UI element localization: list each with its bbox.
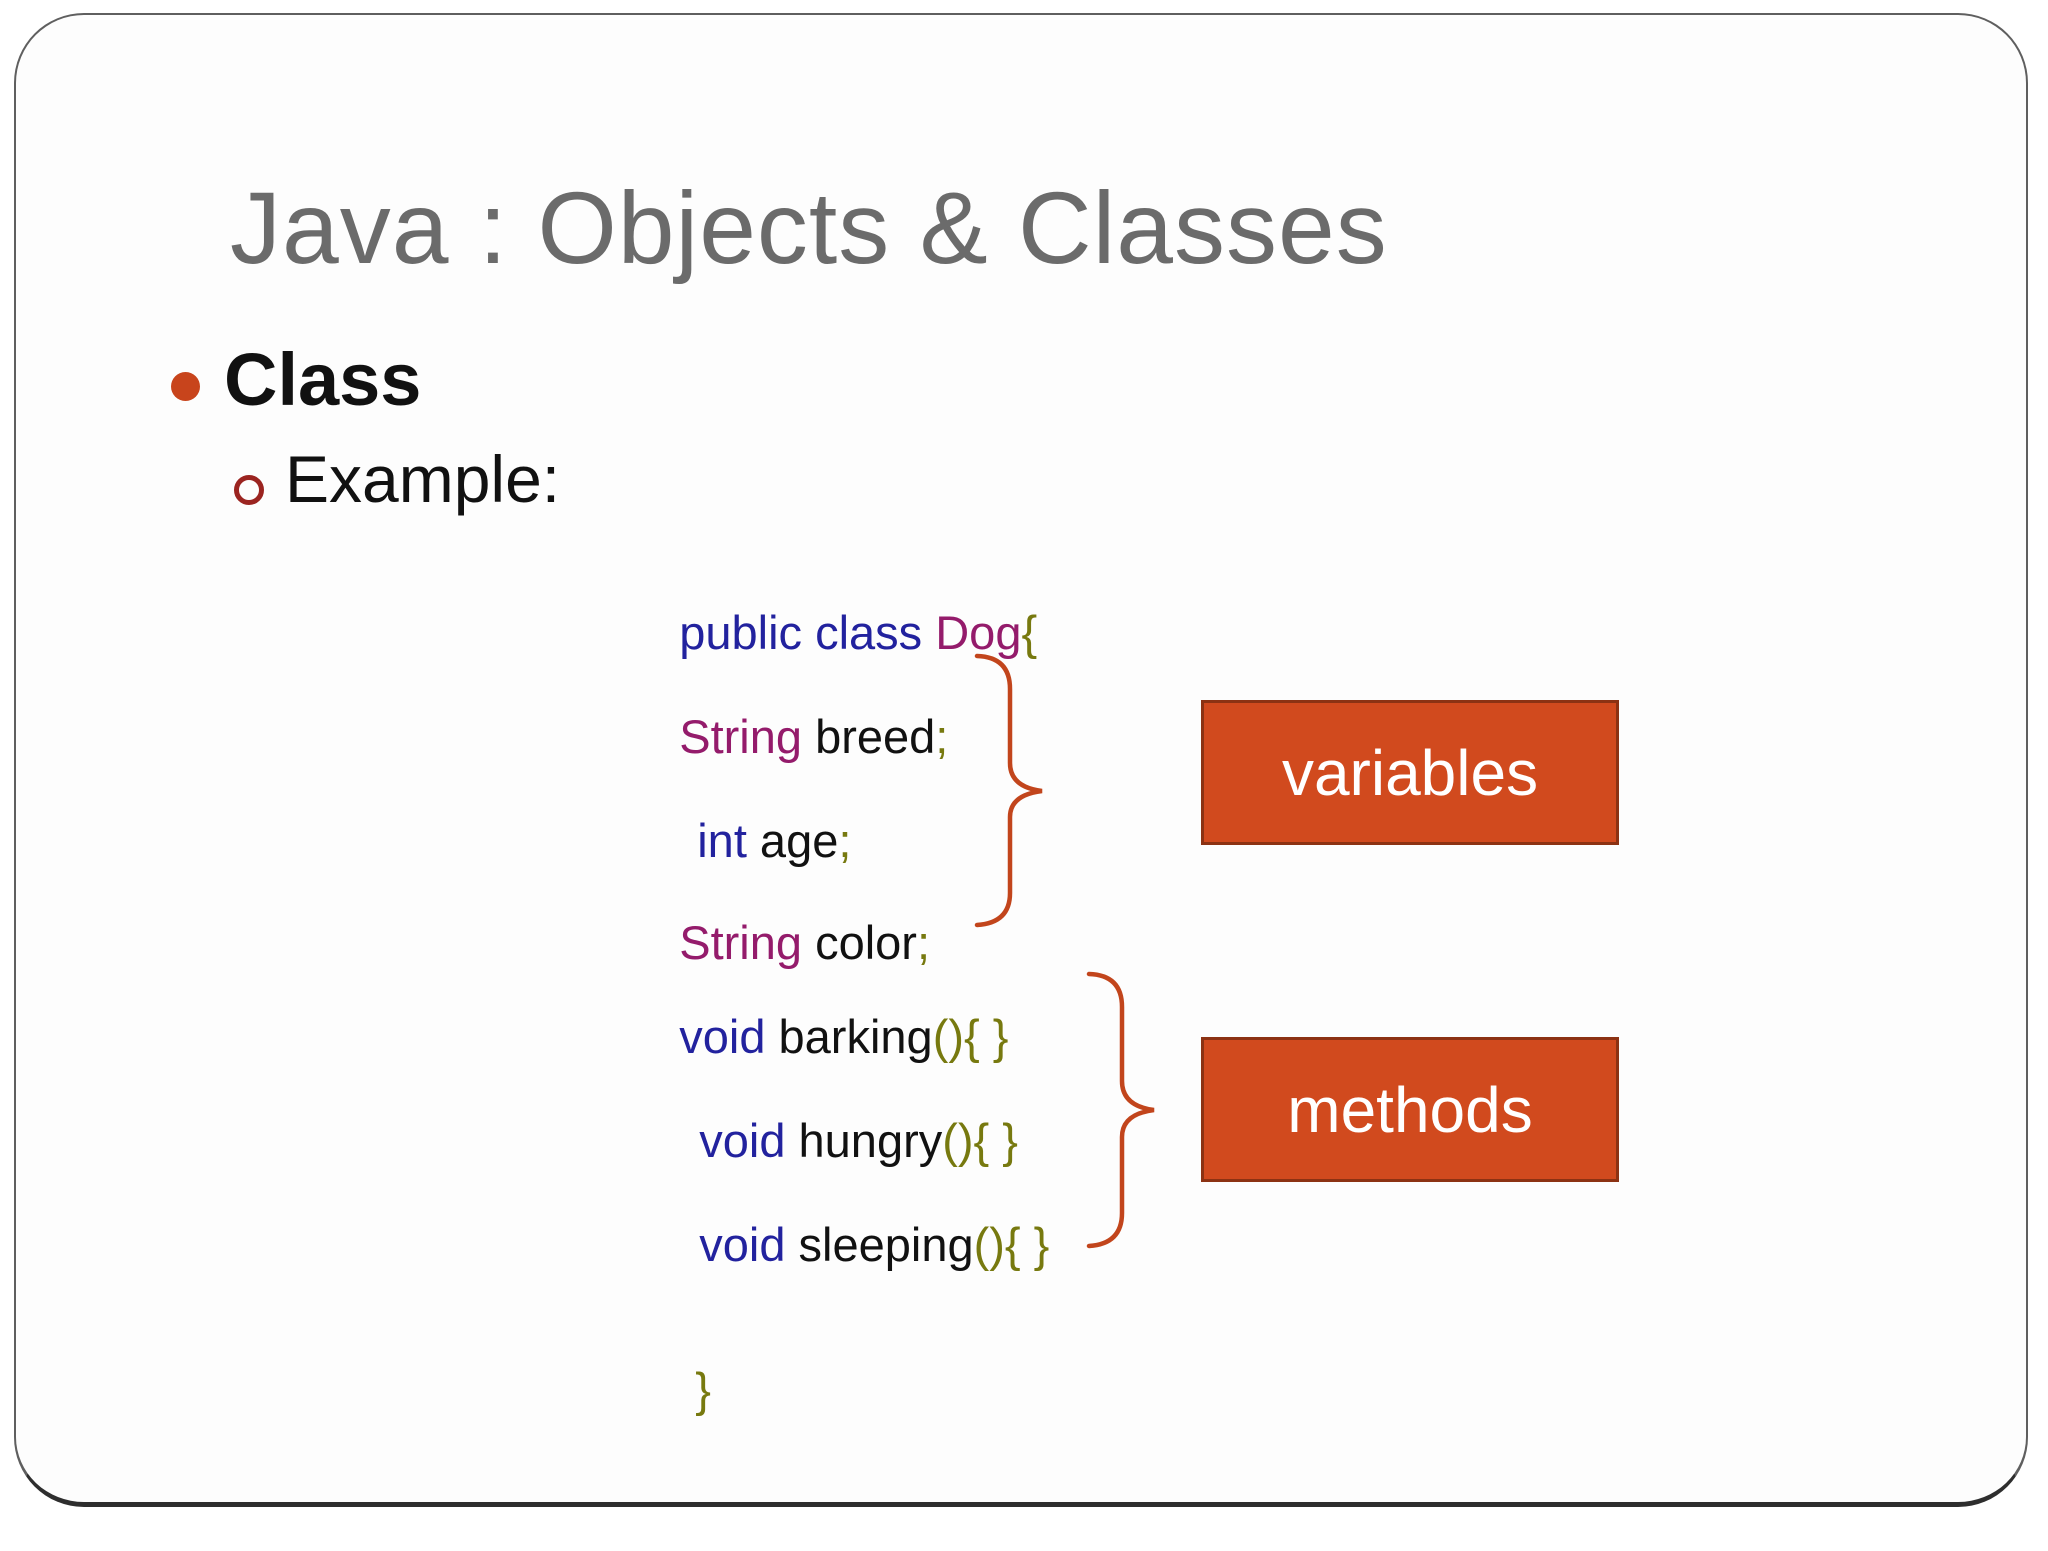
- methods-label-box: methods: [1201, 1037, 1619, 1182]
- code-line-method-hungry: void hungry(){ }: [647, 1057, 1018, 1225]
- code-token: void: [699, 1218, 786, 1271]
- code-token: public class: [679, 606, 936, 659]
- code-token: color: [802, 916, 917, 969]
- code-token: ;: [838, 814, 852, 867]
- code-line-method-barking: void barking(){ }: [627, 953, 1008, 1121]
- code-token: (){ }: [973, 1218, 1050, 1271]
- example-heading: Example:: [285, 442, 561, 516]
- code-token: String: [679, 710, 803, 763]
- code-token: (){ }: [932, 1010, 1009, 1063]
- code-token: ;: [916, 916, 931, 969]
- code-token: sleeping: [785, 1218, 974, 1271]
- variables-label: variables: [1281, 736, 1539, 809]
- code-line-field-age: int age;: [645, 757, 851, 925]
- slide-canvas: Java : Objects & Classes Class Example: …: [14, 13, 2028, 1507]
- code-token: String: [679, 916, 803, 969]
- code-token: }: [695, 1363, 711, 1416]
- code-token: void: [679, 1010, 766, 1063]
- methods-curly-brace-icon: [1086, 971, 1155, 1249]
- code-token: age: [746, 814, 839, 867]
- code-token: hungry: [785, 1114, 943, 1167]
- code-token: barking: [765, 1010, 933, 1063]
- code-line-method-sleeping: void sleeping(){ }: [647, 1161, 1049, 1329]
- code-line-field-breed: String breed;: [627, 653, 948, 821]
- code-line-class-declaration: public class Dog{: [627, 549, 1037, 717]
- code-token: (){ }: [942, 1114, 1019, 1167]
- code-token: {: [1021, 606, 1038, 659]
- class-heading: Class: [224, 338, 422, 421]
- slide-title: Java : Objects & Classes: [230, 171, 1388, 285]
- variables-label-box: variables: [1201, 700, 1619, 845]
- code-token: breed: [802, 710, 936, 763]
- hollow-circle-bullet-icon: [234, 475, 264, 505]
- code-token: ;: [935, 710, 949, 763]
- code-line-field-color: String color;: [627, 859, 930, 1027]
- code-token: Dog: [935, 606, 1022, 659]
- methods-label: methods: [1287, 1073, 1533, 1146]
- code-token: int: [697, 814, 747, 867]
- code-line-closing-brace: }: [643, 1306, 711, 1474]
- code-token: void: [699, 1114, 786, 1167]
- filled-circle-bullet-icon: [171, 372, 200, 401]
